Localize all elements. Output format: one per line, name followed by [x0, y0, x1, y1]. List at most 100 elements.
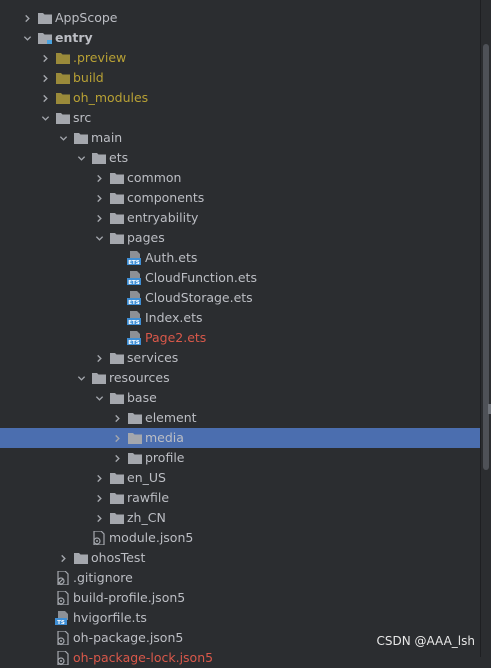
- chevron-down-icon[interactable]: [39, 108, 51, 128]
- tree-item-components[interactable]: components: [0, 188, 481, 208]
- tree-item-label: services: [127, 350, 179, 365]
- tree-item-services[interactable]: services: [0, 348, 481, 368]
- excluded-folder-icon: [55, 51, 71, 65]
- tree-item-label: build-profile.json5: [73, 590, 186, 605]
- svg-text:ETS: ETS: [128, 260, 140, 265]
- tree-item-label: ohosTest: [91, 550, 146, 565]
- tree-item-main[interactable]: main: [0, 128, 481, 148]
- watermark-text: CSDN @AAA_lsh: [376, 634, 475, 648]
- chevron-down-icon[interactable]: [75, 148, 87, 168]
- chevron-right-icon[interactable]: [39, 48, 51, 68]
- chevron-down-icon[interactable]: [57, 128, 69, 148]
- chevron-right-icon[interactable]: [111, 428, 123, 448]
- chevron-right-icon[interactable]: [57, 548, 69, 568]
- ets-file-icon: ETS: [127, 291, 143, 306]
- tree-item-label: common: [127, 170, 182, 185]
- tree-item-label: base: [127, 390, 157, 405]
- tree-item-preview[interactable]: .preview: [0, 48, 481, 68]
- chevron-right-icon[interactable]: [111, 408, 123, 428]
- tree-item-zh-cn[interactable]: zh_CN: [0, 508, 481, 528]
- excluded-folder-icon: [55, 71, 71, 85]
- tree-item-label: hvigorfile.ts: [73, 610, 147, 625]
- svg-text:ETS: ETS: [128, 340, 140, 345]
- excluded-folder-icon: [55, 91, 71, 105]
- chevron-right-icon[interactable]: [93, 208, 105, 228]
- folder-icon: [109, 391, 125, 405]
- svg-text:ETS: ETS: [128, 320, 140, 325]
- tree-item-label: CloudFunction.ets: [145, 270, 257, 285]
- tree-item-label: pages: [127, 230, 165, 245]
- tree-item-label: entry: [55, 30, 93, 45]
- tree-item-auth-ets[interactable]: ETS Auth.ets: [0, 248, 481, 268]
- chevron-down-icon[interactable]: [93, 388, 105, 408]
- tree-item-entryability[interactable]: entryability: [0, 208, 481, 228]
- tree-item-build[interactable]: build: [0, 68, 481, 88]
- tree-item-label: components: [127, 190, 205, 205]
- tree-item-pages[interactable]: pages: [0, 228, 481, 248]
- chevron-right-icon[interactable]: [93, 168, 105, 188]
- tree-item-oh-package-json5[interactable]: oh-package.json5: [0, 628, 481, 648]
- chevron-right-icon[interactable]: [39, 68, 51, 88]
- json5-config-icon: [55, 650, 71, 666]
- chevron-right-icon[interactable]: [21, 8, 33, 28]
- folder-icon: [73, 131, 89, 145]
- tree-item-build-profile-json5[interactable]: build-profile.json5: [0, 588, 481, 608]
- tree-item-entry[interactable]: entry: [0, 28, 481, 48]
- chevron-right-icon[interactable]: [93, 188, 105, 208]
- chevron-right-icon[interactable]: [93, 468, 105, 488]
- chevron-right-icon[interactable]: [93, 348, 105, 368]
- tree-item-label: zh_CN: [127, 510, 166, 525]
- tree-item-label: oh-package.json5: [73, 630, 184, 645]
- tree-item-base[interactable]: base: [0, 388, 481, 408]
- chevron-right-icon[interactable]: [93, 508, 105, 528]
- tree-item-resources[interactable]: resources: [0, 368, 481, 388]
- tree-item-hvigorfile-ts[interactable]: TS hvigorfile.ts: [0, 608, 481, 628]
- tree-item-ets[interactable]: ets: [0, 148, 481, 168]
- folder-icon: [109, 231, 125, 245]
- chevron-down-icon[interactable]: [75, 368, 87, 388]
- ets-file-icon: ETS: [127, 251, 143, 266]
- tree-item-module-json5[interactable]: module.json5: [0, 528, 481, 548]
- tree-item-media[interactable]: media: [0, 428, 481, 448]
- chevron-right-icon[interactable]: [93, 488, 105, 508]
- tree-item-appscope[interactable]: AppScope: [0, 8, 481, 28]
- tree-item-label: rawfile: [127, 490, 170, 505]
- tree-item-rawfile[interactable]: rawfile: [0, 488, 481, 508]
- folder-icon: [109, 471, 125, 485]
- tree-item-label: CloudStorage.ets: [145, 290, 253, 305]
- tree-item-gitignore[interactable]: .gitignore: [0, 568, 481, 588]
- tree-item-en-us[interactable]: en_US: [0, 468, 481, 488]
- tree-item-oh-modules[interactable]: oh_modules: [0, 88, 481, 108]
- chevron-right-icon[interactable]: [39, 88, 51, 108]
- tree-item-label: en_US: [127, 470, 166, 485]
- tree-item-label: Auth.ets: [145, 250, 198, 265]
- tree-item-oh-package-lock-json5[interactable]: oh-package-lock.json5: [0, 648, 481, 668]
- folder-icon: [109, 491, 125, 505]
- tree-item-label: element: [145, 410, 197, 425]
- vertical-scrollbar[interactable]: [481, 0, 491, 657]
- tree-item-label: main: [91, 130, 123, 145]
- tree-item-ohostest[interactable]: ohosTest: [0, 548, 481, 568]
- tree-item-common[interactable]: common: [0, 168, 481, 188]
- scrollbar-thumb[interactable]: [483, 44, 489, 470]
- tree-item-profile[interactable]: profile: [0, 448, 481, 468]
- tree-item-label: ets: [109, 150, 129, 165]
- panel-edge: [480, 0, 481, 657]
- folder-icon: [109, 351, 125, 365]
- svg-text:TS: TS: [57, 620, 65, 625]
- tree-item-label: AppScope: [55, 10, 118, 25]
- chevron-down-icon[interactable]: [93, 228, 105, 248]
- folder-icon: [109, 191, 125, 205]
- editor-gutter-mark: [488, 404, 491, 414]
- folder-icon: [91, 371, 107, 385]
- tree-item-element[interactable]: element: [0, 408, 481, 428]
- tree-item-label: .preview: [73, 50, 127, 65]
- tree-item-src[interactable]: src: [0, 108, 481, 128]
- chevron-down-icon[interactable]: [21, 28, 33, 48]
- chevron-right-icon[interactable]: [111, 448, 123, 468]
